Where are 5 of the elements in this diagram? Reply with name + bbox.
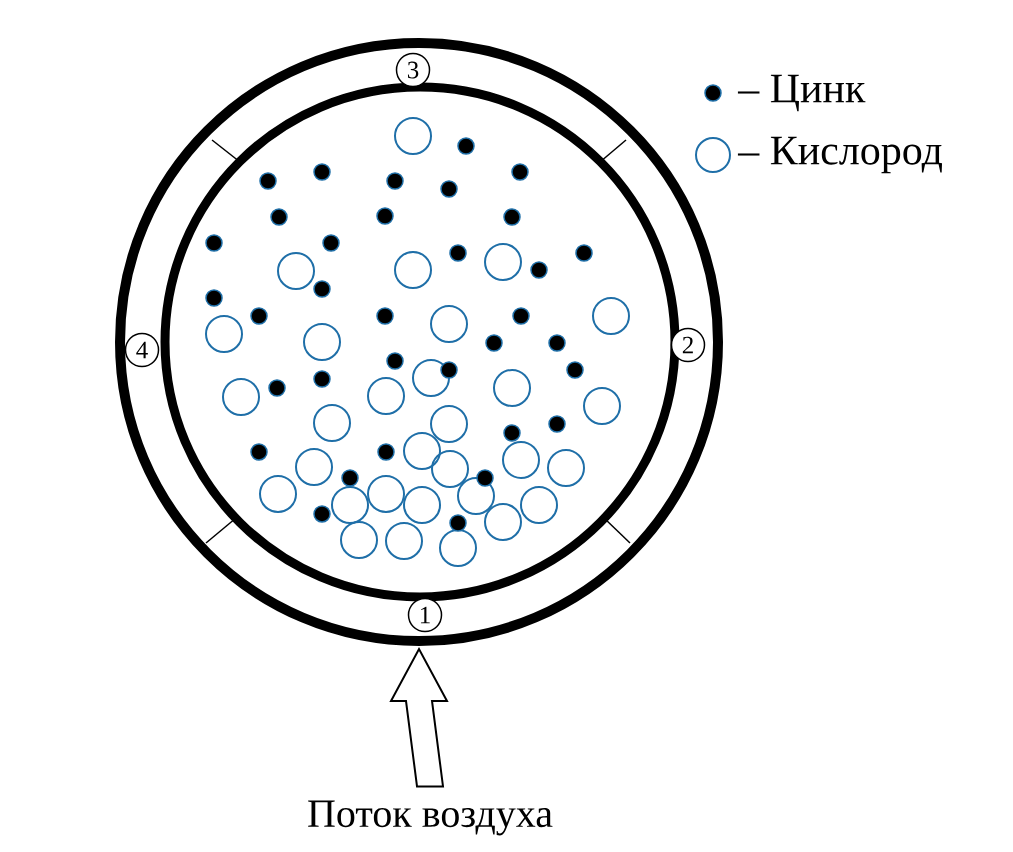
legend-label: – Кислород — [737, 136, 943, 174]
block-arrow — [389, 646, 449, 788]
outer-ring — [115, 38, 723, 646]
legend-label: – Цинк — [737, 74, 866, 112]
flow-label: Поток воздуха — [308, 800, 553, 836]
